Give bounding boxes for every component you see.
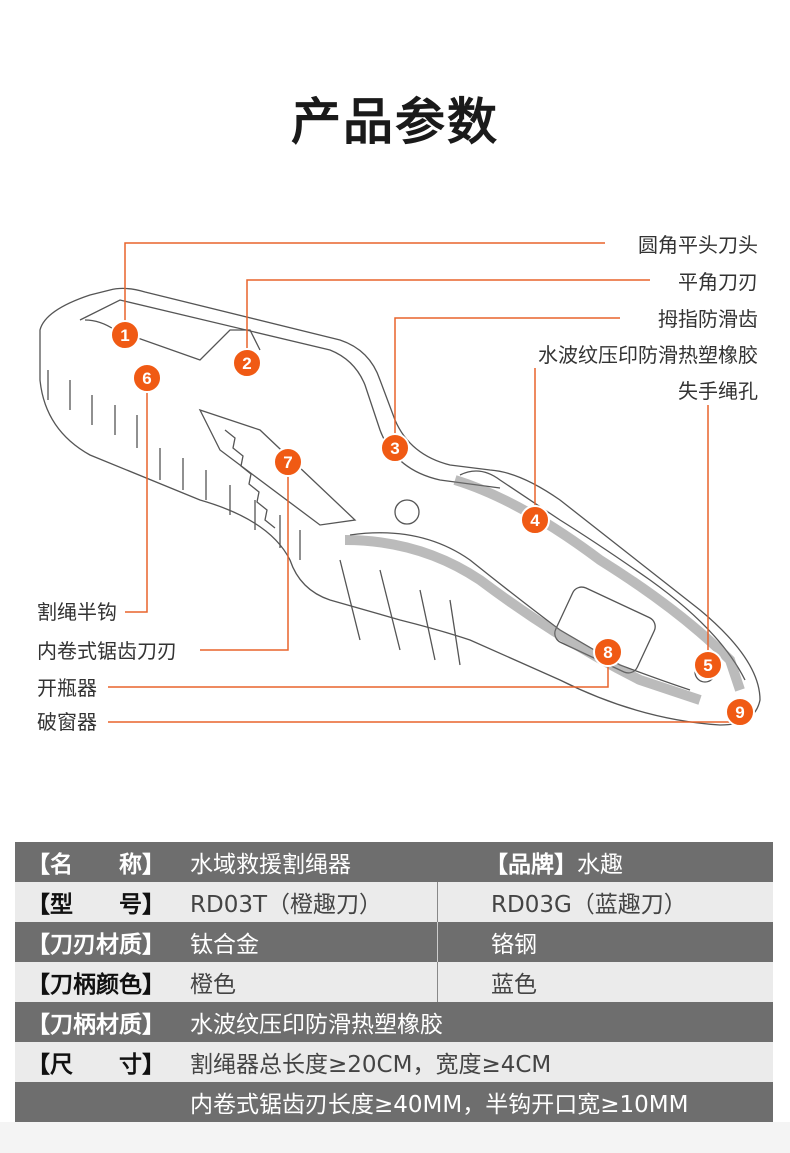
marker-num: 7 bbox=[283, 453, 292, 472]
marker-4 bbox=[520, 505, 550, 535]
marker-6 bbox=[132, 363, 162, 393]
callout-label: 内卷式锯齿刀刃 bbox=[37, 639, 177, 663]
callout-label: 平角刀刃 bbox=[678, 270, 758, 294]
spec-value: 橙色 bbox=[190, 972, 236, 998]
marker-num: 9 bbox=[735, 703, 744, 722]
spec-key: 【刀柄材质】 bbox=[27, 1012, 165, 1038]
divider bbox=[437, 922, 438, 962]
spec-value: RD03T（橙趣刀） bbox=[190, 892, 383, 918]
callout-label: 开瓶器 bbox=[37, 676, 97, 700]
spec-key: 【型 号】 bbox=[27, 892, 165, 918]
spec-row-handle: 【刀柄材质】 水波纹压印防滑热塑橡胶 bbox=[15, 1002, 773, 1042]
spec-row-blade: 【刀刃材质】 钛合金 铬钢 bbox=[15, 922, 773, 962]
marker-num: 5 bbox=[703, 656, 712, 675]
marker-5 bbox=[693, 650, 723, 680]
spec-value: 水趣 bbox=[577, 852, 623, 878]
marker-num: 6 bbox=[142, 369, 151, 388]
spec-row-name: 【名 称】 水域救援割绳器 【品牌】水趣 bbox=[15, 842, 773, 882]
spec-row-model: 【型 号】 RD03T（橙趣刀） RD03G（蓝趣刀） bbox=[15, 882, 773, 922]
marker-num: 1 bbox=[120, 326, 129, 345]
spec-value: RD03G（蓝趣刀） bbox=[491, 892, 687, 918]
spec-key: 【刀柄颜色】 bbox=[27, 972, 165, 998]
spec-value: 割绳器总长度≥20CM，宽度≥4CM bbox=[190, 1052, 552, 1078]
marker-num: 8 bbox=[603, 643, 612, 662]
spec-key: 【尺 寸】 bbox=[27, 1052, 165, 1078]
marker-3 bbox=[380, 433, 410, 463]
spec-value: 钛合金 bbox=[190, 932, 259, 958]
marker-8 bbox=[593, 637, 623, 667]
callout-markers bbox=[110, 320, 755, 727]
page-title: 产品参数 bbox=[291, 93, 499, 151]
spec-value: 水波纹压印防滑热塑橡胶 bbox=[190, 1012, 443, 1038]
marker-2 bbox=[232, 348, 262, 378]
divider bbox=[437, 962, 438, 1002]
spec-row-color: 【刀柄颜色】 橙色 蓝色 bbox=[15, 962, 773, 1002]
callout-label: 水波纹压印防滑热塑橡胶 bbox=[538, 343, 758, 367]
marker-1 bbox=[110, 320, 140, 350]
callout-label: 失手绳孔 bbox=[678, 379, 758, 403]
spec-table: 【名 称】 水域救援割绳器 【品牌】水趣 【型 号】 RD03T（橙趣刀） RD… bbox=[15, 842, 773, 1122]
spec-key: 【刀刃材质】 bbox=[27, 932, 165, 958]
callout-label: 圆角平头刀头 bbox=[638, 233, 758, 257]
callout-label: 割绳半钩 bbox=[37, 600, 117, 624]
marker-num: 3 bbox=[390, 439, 399, 458]
spec-row-size: 【尺 寸】 割绳器总长度≥20CM，宽度≥4CM bbox=[15, 1042, 773, 1082]
product-diagram: 1 2 3 4 5 6 7 8 9 bbox=[39, 242, 761, 727]
spec-value: 内卷式锯齿刃长度≥40MM，半钩开口宽≥10MM bbox=[190, 1092, 689, 1118]
spec-row-size-2: 内卷式锯齿刃长度≥40MM，半钩开口宽≥10MM bbox=[15, 1082, 773, 1122]
marker-9 bbox=[725, 697, 755, 727]
divider bbox=[437, 882, 438, 922]
spec-value: 蓝色 bbox=[491, 972, 537, 998]
spec-key: 【名 称】 bbox=[27, 852, 165, 878]
callout-label: 破窗器 bbox=[37, 710, 97, 734]
spec-value: 铬钢 bbox=[491, 932, 537, 958]
marker-num: 2 bbox=[242, 354, 251, 373]
callout-label: 拇指防滑齿 bbox=[658, 307, 758, 331]
spec-value: 水域救援割绳器 bbox=[190, 852, 351, 878]
footer-band bbox=[0, 1122, 790, 1153]
marker-num: 4 bbox=[530, 511, 540, 530]
spec-key: 【品牌】 bbox=[485, 852, 577, 878]
marker-7 bbox=[273, 447, 303, 477]
